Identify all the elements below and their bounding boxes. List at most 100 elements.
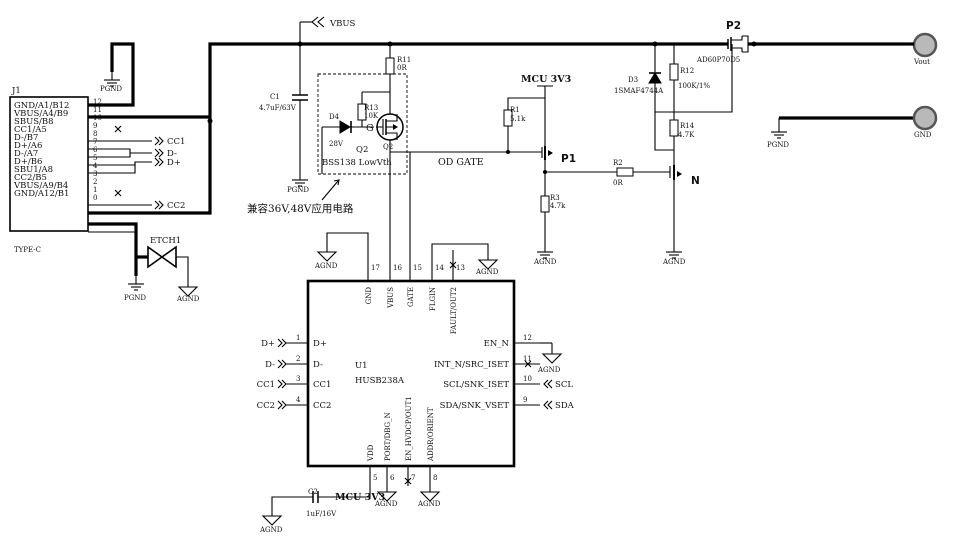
u1-top-wiring: AGND AGND (314, 152, 499, 276)
u1-bottom-pin-number: 8 (433, 474, 437, 482)
u1-left-pin-number: 1 (296, 334, 300, 342)
j1-pin-name: CC1/A5 (14, 125, 47, 135)
protection-block-box (317, 73, 408, 175)
j1-pin-name: GND/A12/B1 (14, 189, 69, 199)
j1-pin-number: 11 (93, 106, 102, 114)
j1-pin-name: D-/B7 (14, 133, 38, 143)
u1-top-pin-name: FLGIN (429, 287, 437, 311)
j1-pin-name: VBUS/A4/B9 (13, 109, 68, 119)
u1-top-pin-number: 16 (393, 264, 402, 272)
j1-pin-number: 9 (93, 122, 97, 130)
vbus-net-label: VBUS (329, 19, 356, 29)
agnd-label-r3: AGND (533, 258, 557, 266)
p1-section: MCU 3V3 R1 5.1k P1 AGND R3 4.7k (503, 74, 576, 266)
d3-value: 1SMAF4744A (614, 87, 664, 95)
u1-part: HUSB238A (355, 376, 405, 386)
agnd-label-14: AGND (475, 268, 499, 276)
j1-cc1-net: CC1 (167, 137, 185, 147)
u1-right-pin-number: 12 (523, 334, 532, 342)
j1-pin-number: 8 (93, 130, 97, 138)
u1-bottom-pin-name: ADDR/ORIENT (427, 407, 435, 462)
c2-value: 1uF/16V (306, 510, 337, 518)
j1-pin-number: 5 (93, 154, 97, 162)
p1-label: P1 (561, 153, 576, 165)
gnd-terminal[interactable] (912, 105, 938, 131)
j1-pin-name: VBUS/A9/B4 (13, 181, 68, 191)
u1-top-pin-number: 17 (371, 264, 380, 272)
u1-bottom-pin-name: VDD (367, 444, 375, 462)
u1-top-pin-name: GND (365, 287, 373, 305)
scl-net: SCL (555, 380, 573, 390)
vout-terminal[interactable] (912, 32, 938, 58)
agnd-label-6: AGND (374, 500, 398, 508)
j1-pin-number: 3 (93, 170, 97, 178)
u1-top-pin-number: 14 (435, 264, 444, 272)
u1-left-net-label: CC2 (257, 401, 275, 411)
u1-right-wiring: AGND SCL SDA (537, 343, 575, 411)
j1-pin-name: SBU1/A8 (14, 165, 53, 175)
u1-right-pin-number: 11 (523, 355, 532, 363)
j1-pin-name: D+/B6 (14, 157, 42, 167)
pgnd-label-c1: PGND (287, 186, 309, 194)
u1-left-pin-number: 2 (296, 355, 300, 363)
u1-bottom-pin-number: 6 (390, 474, 395, 482)
pgnd-label-2: PGND (124, 294, 146, 302)
j1-pin-number: 0 (93, 194, 97, 202)
u1-top-pin-name: GATE (407, 287, 415, 307)
j1-wiring: PGND CC1 D- D+ CC2 PGND ETCH1 (88, 41, 722, 303)
r11-value: 0R (397, 64, 407, 72)
d4-value: 28V (329, 140, 344, 148)
r1-ref: R1 (510, 106, 520, 114)
c2-ref: C2 (308, 488, 318, 496)
u1-bottom-pin-number: 7 (411, 474, 415, 482)
j1-pin-number: 2 (93, 178, 97, 186)
u1-left-pin-name: D- (313, 360, 323, 370)
u1-right-pin-number: 9 (523, 396, 527, 404)
compat-annotation: 兼容36V,48V应用电路 (247, 179, 354, 215)
agnd-label-17: AGND (314, 262, 338, 270)
j1-ref: J1 (11, 86, 21, 96)
u1-bottom-pin-name: EN_HVDCP/OUT1 (405, 396, 413, 461)
etch-ref: ETCH1 (150, 236, 181, 246)
sda-net: SDA (555, 401, 575, 411)
vbus-input-section: VBUS PGND C1 4.7uF/63V (259, 16, 356, 194)
n-fet-label: N (691, 175, 700, 187)
r2-value: 0R (613, 179, 623, 187)
d3-ref: D3 (628, 76, 638, 84)
q2-gate-label: G (366, 123, 374, 134)
r12-ref: R12 (680, 67, 694, 75)
gnd-out-label: GND (914, 131, 932, 139)
u1-left-net-label: D- (265, 360, 275, 370)
j1-pin-name: D+/A6 (14, 141, 42, 151)
p2-label: P2 (726, 20, 741, 32)
u1-left-pin-number: 4 (296, 396, 301, 404)
j1-cc2-net: CC2 (167, 201, 185, 211)
r14-ref: R14 (680, 122, 695, 130)
j1-dplus-net: D+ (167, 158, 181, 168)
r13-ref: R13 (364, 104, 378, 112)
j1-pin-number: 1 (93, 186, 97, 194)
j1-body (9, 96, 89, 232)
j1-pin-number: 4 (93, 162, 98, 170)
q2-ref-small: Q2 (383, 143, 393, 151)
u1-ref: U1 (355, 361, 368, 371)
u1-left-pin-name: CC1 (313, 380, 331, 390)
r2-ref: R2 (613, 159, 623, 167)
u1-left-pin-name: D+ (313, 339, 327, 349)
u1-right-pin-name: EN_N (484, 339, 510, 349)
u1-top-pin-number: 15 (413, 264, 422, 272)
j1-pin-name: GND/A1/B12 (14, 101, 69, 111)
pgnd-label-out: PGND (767, 141, 789, 149)
compat-annotation-text: 兼容36V,48V应用电路 (247, 202, 354, 215)
u1-top-pin-name: VBUS (387, 287, 395, 309)
r11-resistor: R11 0R (385, 44, 411, 92)
p2-value: AD60P70D5 (696, 56, 740, 64)
q2-ref: Q2 (356, 145, 368, 155)
u1-top-pin-number: 13 (456, 264, 465, 272)
u1-left-pin-name: CC2 (313, 401, 331, 411)
u1-right-pin-name: SCL/SNK_ISET (443, 380, 509, 390)
u1-right-pin-name: SDA/SNK_VSET (440, 401, 510, 411)
u1-body (306, 279, 516, 468)
j1-pin-number: 6 (93, 146, 98, 154)
